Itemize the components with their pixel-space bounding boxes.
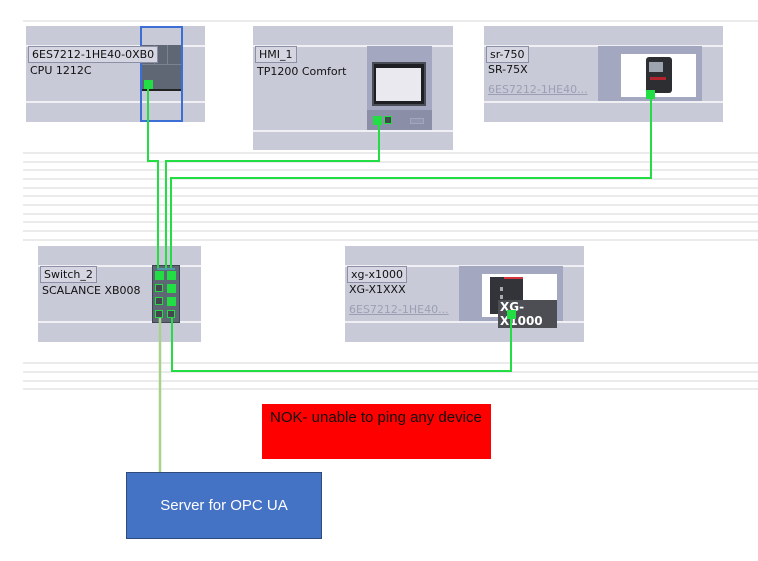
sr-image (621, 54, 696, 97)
opc-ua-server[interactable]: Server for OPC UA (126, 472, 322, 539)
device-type: SCALANCE XB008 (42, 284, 141, 297)
device-name[interactable]: sr-750 (486, 46, 529, 63)
device-name[interactable]: 6ES7212-1HE40-0XB0 (28, 46, 159, 63)
grid-line (23, 371, 758, 373)
switch-port-2[interactable] (167, 271, 176, 280)
device-xg-x1000[interactable]: XG-X1000 xg-x1000 XG-X1XXX 6ES7212-1HE40… (345, 246, 584, 342)
xg-image: XG-X1000 (482, 274, 557, 328)
device-type: SR-75X (488, 63, 528, 76)
code-reader-icon (646, 57, 672, 93)
grid-line (23, 20, 758, 22)
grid-line (23, 388, 758, 390)
hmi-serial-port-icon (410, 118, 424, 124)
grid-line (23, 161, 758, 163)
switch-port-6[interactable] (167, 297, 176, 306)
grid-line (23, 362, 758, 364)
grid-line (23, 187, 758, 189)
selection-frame (140, 26, 183, 122)
nok-status-annotation: NOK- unable to ping any device (262, 404, 491, 459)
hmi-ethernet-port-2[interactable] (384, 116, 392, 124)
grid-line (23, 152, 758, 154)
device-name[interactable]: xg-x1000 (347, 266, 407, 283)
device-type: XG-X1XXX (349, 283, 406, 296)
server-label: Server for OPC UA (160, 497, 288, 514)
switch-port-1[interactable] (155, 271, 164, 280)
switch-port-8[interactable] (167, 310, 175, 318)
device-hmi[interactable]: HMI_1 TP1200 Comfort (253, 26, 453, 150)
cpu-ethernet-port[interactable] (144, 80, 153, 89)
device-band (38, 265, 201, 267)
device-band (26, 101, 205, 103)
device-band (253, 130, 453, 132)
device-type: TP1200 Comfort (257, 65, 347, 78)
sr-ethernet-port[interactable] (646, 90, 655, 99)
device-cpu[interactable]: 6ES7212-1HE40-0XB0 CPU 1212C (26, 26, 205, 122)
grid-line (23, 230, 758, 232)
hmi-panel-icon (372, 62, 426, 106)
grid-line (23, 169, 758, 171)
device-switch[interactable]: Switch_2 SCALANCE XB008 (38, 246, 201, 342)
device-order-number[interactable]: 6ES7212-1HE40... (488, 83, 588, 96)
grid-line (23, 380, 758, 382)
switch-port-5[interactable] (155, 297, 163, 305)
device-sr750[interactable]: sr-750 SR-75X 6ES7212-1HE40... (484, 26, 723, 122)
grid-line (23, 239, 758, 241)
grid-line (23, 195, 758, 197)
device-name[interactable]: HMI_1 (255, 46, 297, 63)
grid-line (23, 213, 758, 215)
device-type: CPU 1212C (30, 64, 92, 77)
hmi-ethernet-port[interactable] (373, 116, 382, 125)
device-order-number[interactable]: 6ES7212-1HE40... (349, 303, 449, 316)
device-band (38, 321, 201, 323)
switch-port-7[interactable] (155, 310, 163, 318)
grid-line (23, 204, 758, 206)
device-name[interactable]: Switch_2 (40, 266, 97, 283)
xg-ethernet-port[interactable] (507, 310, 516, 319)
grid-line (23, 221, 758, 223)
device-band (253, 45, 453, 47)
grid-line (23, 178, 758, 180)
device-band (484, 101, 723, 103)
switch-port-3[interactable] (155, 284, 163, 292)
switch-port-4[interactable] (167, 284, 176, 293)
